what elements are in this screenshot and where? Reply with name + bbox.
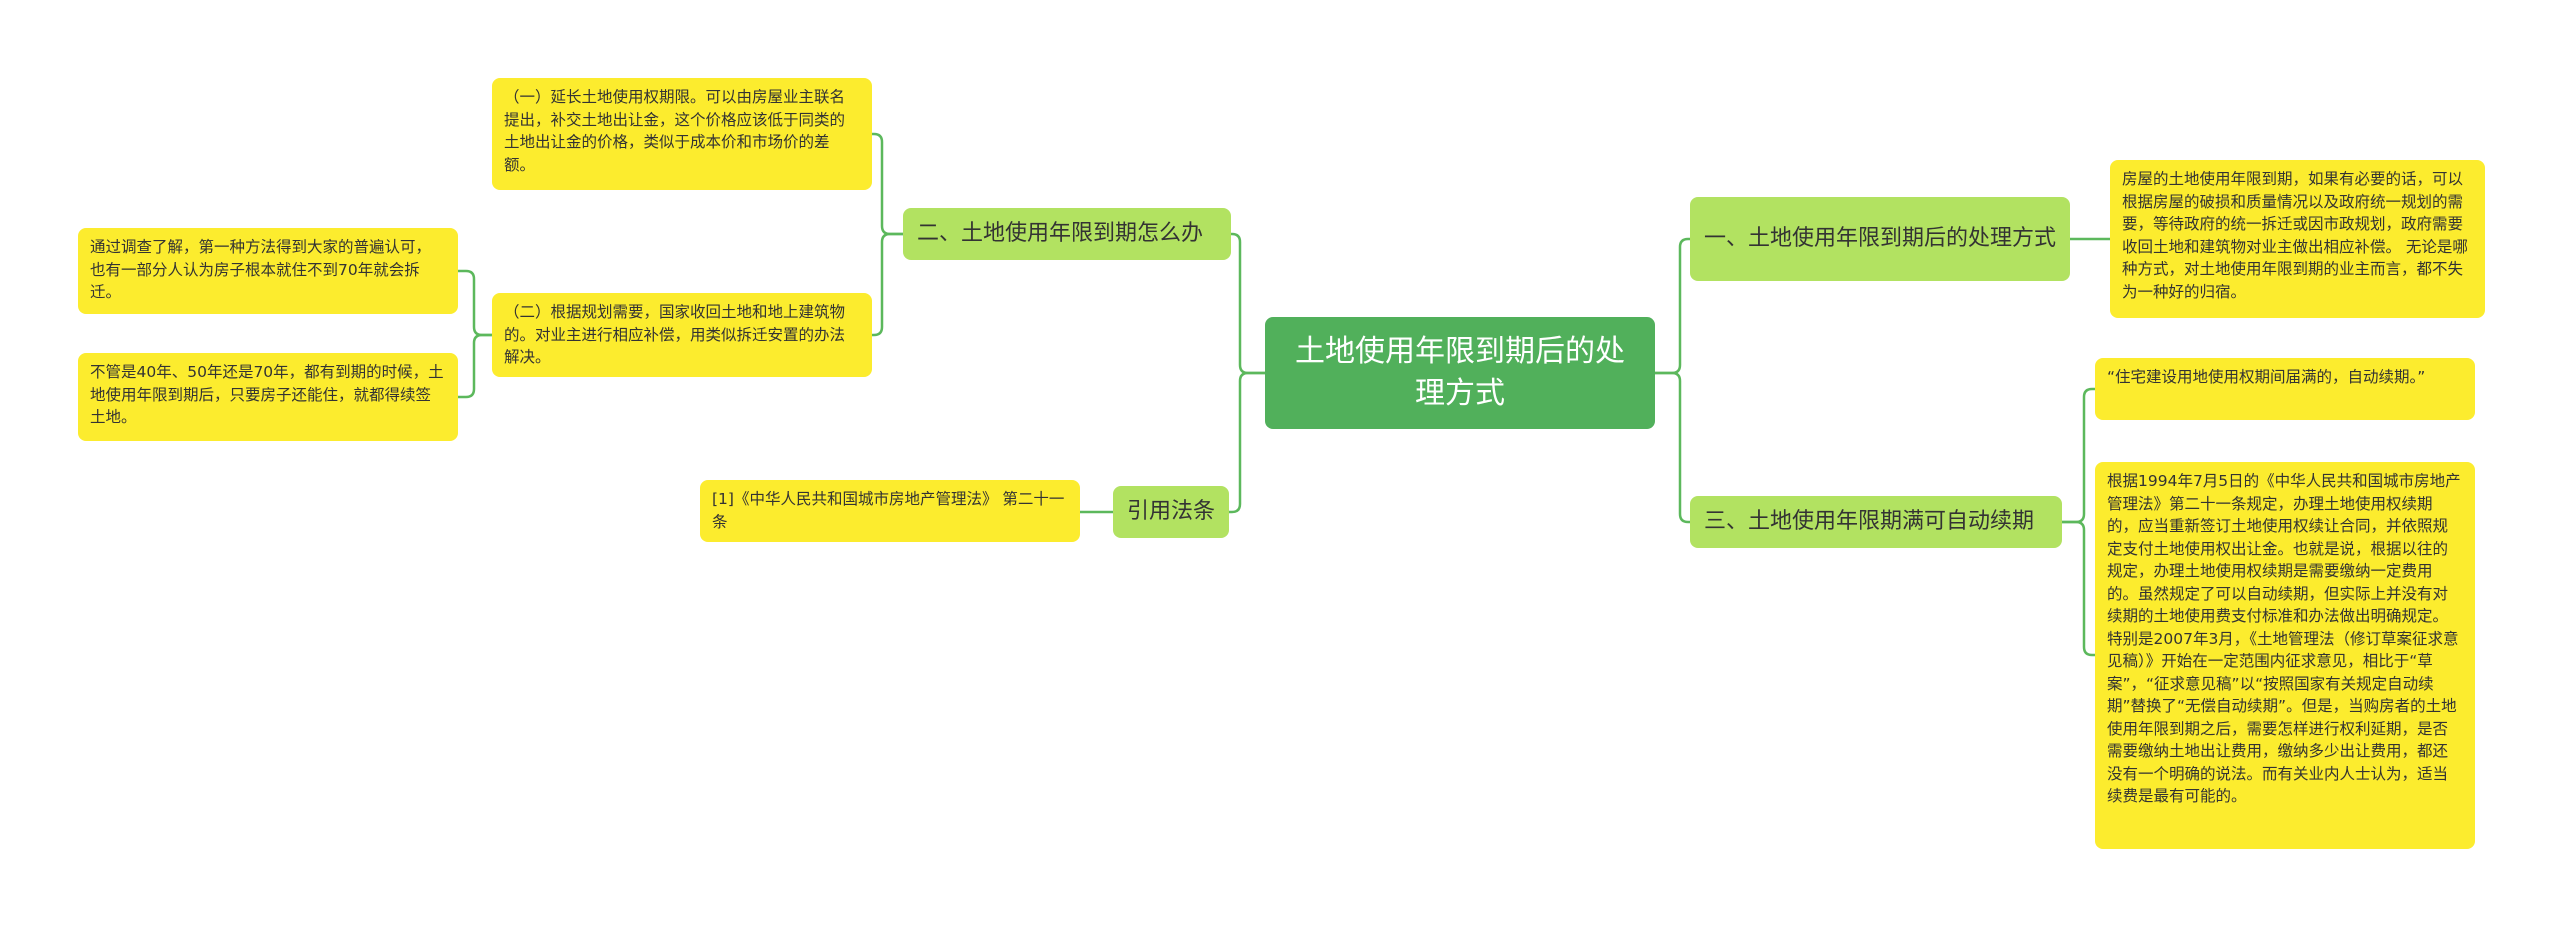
leaf-survey-opinion-text: 通过调查了解，第一种方法得到大家的普遍认可，也有一部分人认为房子根本就住不到70… [90, 238, 432, 301]
branch-auto-renewal[interactable]: 三、土地使用年限期满可自动续期 [1690, 496, 2062, 548]
root-topic-label: 土地使用年限到期后的处理方式 [1295, 334, 1625, 411]
connector-recovery-to-survey [458, 269, 492, 337]
leaf-extend-term[interactable]: （一）延长土地使用权期限。可以由房屋业主联名提出，补交土地出让金，这个价格应该低… [492, 78, 872, 190]
branch-what-to-do[interactable]: 二、土地使用年限到期怎么办 [903, 208, 1231, 260]
branch-cited-law-label: 引用法条 [1127, 499, 1216, 524]
leaf-law-citation-text: [1]《中华人民共和国城市房地产管理法》 第二十一条 [712, 490, 1065, 531]
connector-renewal-to-quote [2062, 387, 2095, 524]
branch-expiry-handling[interactable]: 一、土地使用年限到期后的处理方式 [1690, 197, 2070, 281]
branch-what-to-do-label: 二、土地使用年限到期怎么办 [917, 221, 1204, 246]
connector-root-to-auto-renewal [1655, 371, 1690, 524]
leaf-expiry-handling-text: 房屋的土地使用年限到期，如果有必要的话，可以根据房屋的破损和质量情况以及政府统一… [2122, 170, 2468, 301]
leaf-expiry-handling-detail[interactable]: 房屋的土地使用年限到期，如果有必要的话，可以根据房屋的破损和质量情况以及政府统一… [2110, 160, 2485, 318]
leaf-auto-renewal-detail[interactable]: 根据1994年7月5日的《中华人民共和国城市房地产管理法》第二十一条规定，办理土… [2095, 462, 2475, 849]
leaf-survey-opinion[interactable]: 通过调查了解，第一种方法得到大家的普遍认可，也有一部分人认为房子根本就住不到70… [78, 228, 458, 314]
leaf-auto-renewal-quote[interactable]: “住宅建设用地使用权期间届满的，自动续期。” [2095, 358, 2475, 420]
leaf-auto-renewal-detail-text: 根据1994年7月5日的《中华人民共和国城市房地产管理法》第二十一条规定，办理土… [2107, 472, 2461, 805]
connector-what-to-extend [872, 132, 903, 236]
branch-expiry-handling-label: 一、土地使用年限到期后的处理方式 [1704, 226, 2057, 251]
leaf-state-recovery-text: （二）根据规划需要，国家收回土地和地上建筑物的。对业主进行相应补偿，用类似拆迁安… [504, 303, 846, 366]
connector-root-to-expiry-handling [1655, 237, 1690, 375]
leaf-extend-term-text: （一）延长土地使用权期限。可以由房屋业主联名提出，补交土地出让金，这个价格应该低… [504, 88, 846, 174]
connector-root-to-cited-law [1229, 371, 1265, 514]
branch-auto-renewal-label: 三、土地使用年限期满可自动续期 [1704, 509, 2035, 534]
leaf-auto-renewal-quote-text: “住宅建设用地使用权期间届满的，自动续期。” [2107, 368, 2426, 386]
leaf-state-recovery[interactable]: （二）根据规划需要，国家收回土地和地上建筑物的。对业主进行相应补偿，用类似拆迁安… [492, 293, 872, 377]
leaf-law-citation[interactable]: [1]《中华人民共和国城市房地产管理法》 第二十一条 [700, 480, 1080, 542]
connector-root-to-what-to-do [1231, 232, 1265, 375]
connector-recovery-to-renew [458, 333, 492, 399]
connector-renewal-to-detail [2062, 520, 2095, 657]
leaf-renew-land-text: 不管是40年、50年还是70年，都有到期的时候，土地使用年限到期后，只要房子还能… [90, 363, 444, 426]
root-topic[interactable]: 土地使用年限到期后的处理方式 [1265, 317, 1655, 429]
leaf-renew-land[interactable]: 不管是40年、50年还是70年，都有到期的时候，土地使用年限到期后，只要房子还能… [78, 353, 458, 441]
branch-cited-law[interactable]: 引用法条 [1113, 486, 1229, 538]
connector-what-to-recovery [872, 232, 903, 337]
